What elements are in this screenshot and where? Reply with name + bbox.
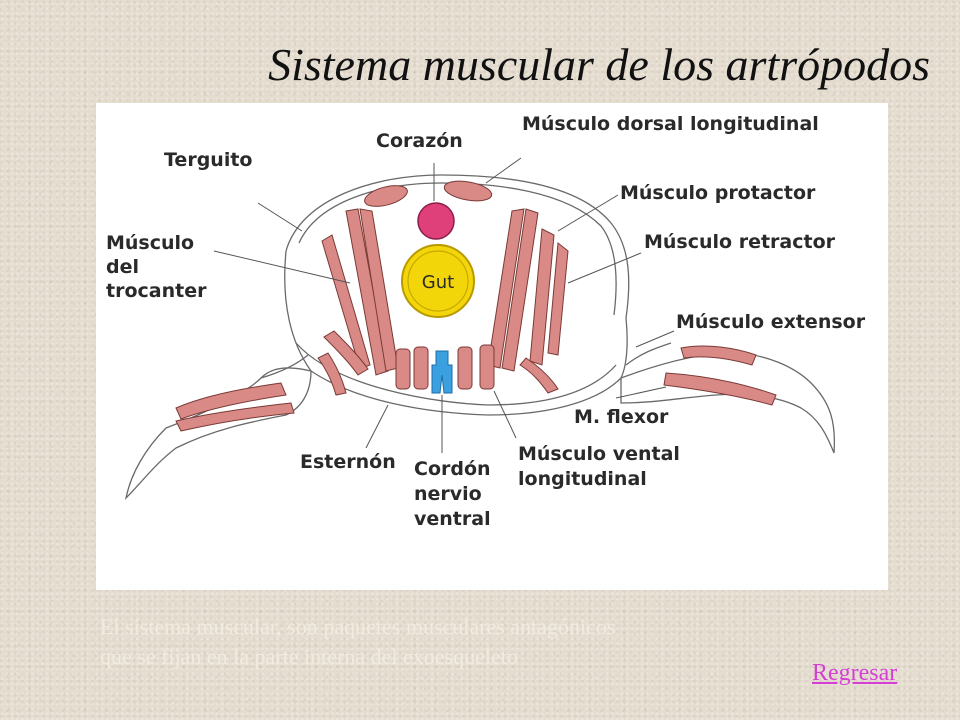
left-leg-joint	[260, 354, 309, 379]
dorsal-longitudinal-muscles	[364, 180, 493, 207]
label-corazon: Corazón	[376, 130, 463, 152]
caption-line-2: que se fijan en la parte interna del exo…	[100, 644, 518, 669]
gut-shape	[401, 244, 475, 318]
gut-inner-ring	[407, 250, 469, 312]
leader-trocanter	[213, 250, 351, 284]
ventral-muscle-4	[479, 344, 495, 390]
label-dorsal-longitudinal: Músculo dorsal longitudinal	[522, 113, 819, 135]
leader-lines	[213, 157, 675, 453]
right-retractor-muscle-a	[487, 208, 525, 369]
label-trocanter-line1: Músculo	[106, 232, 194, 254]
sternum-outline	[295, 342, 617, 406]
left-leg	[124, 367, 312, 500]
page-title: Sistema muscular de los artrópodos	[268, 39, 930, 90]
leader-protactor	[557, 194, 619, 232]
left-body-muscles	[321, 208, 399, 376]
dorsal-muscle-right	[443, 180, 493, 202]
leader-ventral	[493, 390, 517, 439]
label-retractor: Músculo retractor	[644, 231, 836, 253]
caption: El sistema muscular, son paquetes muscul…	[100, 612, 860, 672]
carapace-outline	[285, 174, 630, 319]
right-retractor-muscle-c	[547, 242, 569, 356]
carapace-inner	[298, 182, 617, 316]
label-trocanter-line3: trocanter	[106, 280, 207, 302]
body-outline	[124, 174, 836, 500]
leader-esternon	[365, 404, 389, 449]
left-leg-muscle-upper	[175, 382, 287, 420]
label-trocanter-line2: del	[106, 256, 139, 278]
left-oblique-muscle	[323, 330, 369, 376]
right-trochanter-muscle	[519, 357, 559, 394]
leader-terguito	[257, 202, 303, 232]
right-leg-muscles	[519, 345, 777, 406]
diagram-panel: Gut Corazón Músculo dorsal longitudinal …	[96, 103, 888, 590]
ventral-muscle-3	[457, 346, 473, 390]
right-leg-joint	[625, 342, 672, 366]
right-body-muscles	[487, 208, 569, 372]
flexor-muscle	[663, 372, 777, 406]
ventral-muscle-2	[413, 346, 429, 390]
ventral-longitudinal-muscles	[395, 344, 495, 390]
label-ventral-line1: Músculo vental	[518, 443, 680, 465]
left-leg-muscles	[175, 352, 347, 432]
right-protactor-muscle	[529, 228, 555, 366]
leader-dorsal	[485, 157, 522, 184]
leader-retractor	[567, 252, 642, 284]
right-leg	[620, 352, 836, 454]
label-cordon-line3: ventral	[414, 508, 491, 530]
label-extensor: Músculo extensor	[676, 311, 866, 333]
arthropod-muscle-diagram: Gut Corazón Músculo dorsal longitudinal …	[106, 113, 866, 530]
back-link[interactable]: Regresar	[812, 660, 898, 686]
ventral-muscle-1	[395, 348, 411, 390]
label-cordon-line2: nervio	[414, 483, 482, 505]
heart-shape	[417, 202, 455, 240]
dorsal-muscle-left	[364, 185, 408, 207]
ventral-nerve-cord-shape	[431, 350, 453, 394]
label-esternon: Esternón	[300, 451, 396, 473]
extensor-muscle	[680, 345, 757, 366]
label-terguito: Terguito	[164, 149, 252, 171]
leader-extensor	[635, 330, 675, 348]
left-protactor-muscle	[321, 234, 371, 370]
right-retractor-muscle-b	[501, 208, 539, 372]
gut-label: Gut	[422, 272, 454, 293]
leader-flexor	[615, 386, 667, 399]
label-flexor: M. flexor	[574, 406, 669, 428]
label-cordon-line1: Cordón	[414, 458, 491, 480]
left-leg-muscle-lower	[175, 402, 295, 432]
left-trochanter-muscle	[317, 352, 347, 396]
label-protactor: Músculo protactor	[620, 182, 816, 204]
caption-line-1: El sistema muscular, son paquetes muscul…	[100, 614, 616, 639]
label-ventral-line2: longitudinal	[518, 468, 647, 490]
